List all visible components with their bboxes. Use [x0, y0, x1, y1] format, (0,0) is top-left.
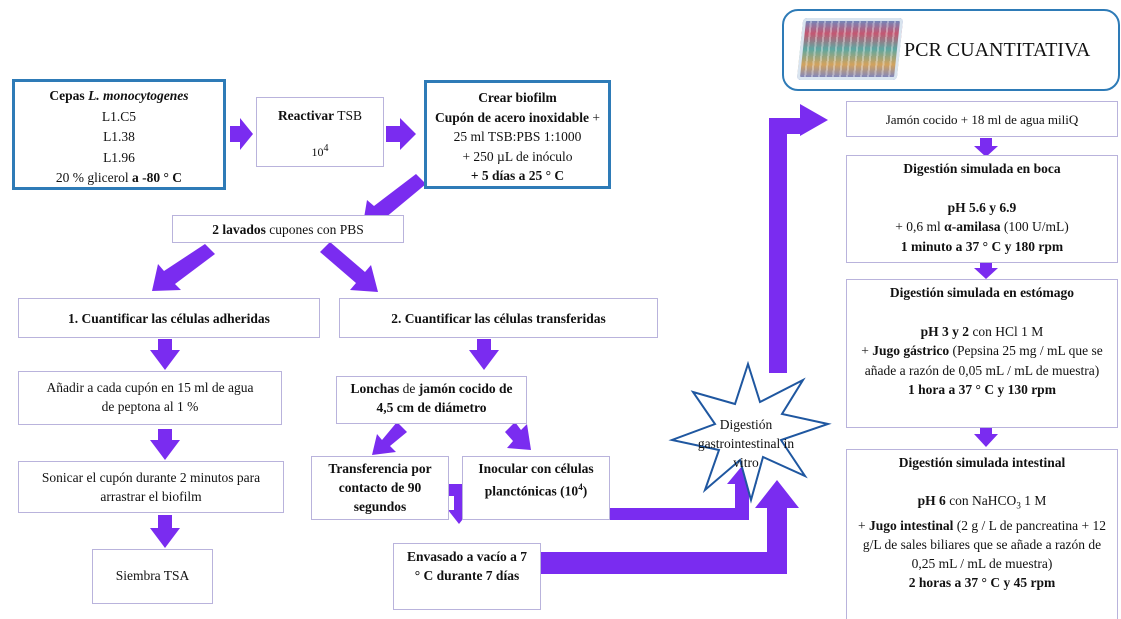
digestion-starburst [668, 360, 832, 504]
intestinal-ph-pre: con NaHCO [945, 493, 1017, 508]
arrow-transferidas-lonchas [469, 339, 499, 370]
connector-square [448, 484, 462, 496]
mouth-time: 1 minuto a 37 ° C y 180 rpm [900, 238, 1064, 254]
stomach-juice-rest: (Pepsina 25 mg / mL que se añade a razón… [864, 343, 1103, 378]
washes-bold: 2 lavados [212, 222, 266, 237]
arrow-jamon-boca [974, 138, 998, 157]
reactivate-label: Reactivar TSB [262, 106, 378, 125]
intestinal-juice-rest: (2 g / L de pancreatina + 12 g/L de sale… [862, 517, 1106, 571]
mouth-title: Digestión simulada en boca [903, 161, 1061, 176]
vacuum-box: Envasado a vacío a 7 ° C durante 7 días [393, 543, 541, 610]
amylase-post: (100 U/mL) [1000, 219, 1069, 234]
arrow-adheridas-3 [150, 515, 180, 548]
stomach-title: Digestión simulada en estómago [889, 285, 1075, 300]
stomach-time: 1 hora a 37 ° C y 130 rpm [908, 382, 1056, 397]
pcr-plate-image-front [796, 18, 904, 80]
stomach-box: Digestión simulada en estómago pH 3 y 2 … [846, 279, 1118, 428]
digestion-label: Digestión gastrointestinal in vitro [697, 417, 795, 470]
storage-temp: a -80 ° C [132, 170, 183, 185]
reactivate-bold: Reactivar [277, 108, 335, 123]
arrow-lavados-transferidas [320, 242, 378, 292]
intestinal-ph: pH 6 con NaHCO3 1 M [853, 491, 1111, 516]
stomach-ph: pH 3 y 2 con HCl 1 M [853, 322, 1111, 342]
intestinal-juice: + Jugo intestinal (2 g / L de pancreatin… [853, 516, 1111, 573]
stomach-juice-pre: + [861, 343, 873, 358]
stomach-ph-bold: pH 3 y 2 [920, 323, 970, 339]
slices-bold-2: jamón cocido de 4,5 cm de diámetro [376, 381, 513, 415]
arrow-biofilm-lavados [363, 174, 426, 224]
mouth-box: Digestión simulada en boca pH 5.6 y 6.9 … [846, 155, 1118, 263]
inoculate-exp: 4 [578, 482, 583, 492]
glycerol-text: 20 % glicerol [55, 170, 133, 185]
arrow-boca-estomago [974, 262, 998, 279]
strains-storage: 20 % glicerol a -80 ° C [20, 168, 218, 189]
arrow-adheridas-1 [150, 339, 180, 370]
stomach-juice-bold: Jugo gástrico [872, 343, 950, 358]
transfer-contact-box: Transferencia por contacto de 90 segundo… [311, 456, 449, 520]
adhered-title-box: 1. Cuantificar las células adheridas [18, 298, 320, 338]
strain-2: L1.38 [103, 129, 135, 144]
strain-3: L1.96 [103, 149, 135, 165]
coupon-bold: Cupón de acero inoxidable [435, 109, 589, 125]
arrow-lonchas-inocular [505, 422, 531, 450]
biofilm-coupon: Cupón de acero inoxidable + 25 ml TSB:PB… [432, 108, 603, 147]
strains-title: Cepas L. monocytogenes [20, 86, 218, 107]
mouth-ph: pH 5.6 y 6.9 [947, 199, 1017, 215]
inoculate-end: ) [582, 483, 588, 499]
strains-box: Cepas L. monocytogenes L1.C5 L1.38 L1.96… [12, 79, 226, 190]
arrow-reactivar-biofilm [386, 118, 416, 150]
coupon-rest: + 25 ml TSB:PBS 1:1000 [453, 109, 600, 145]
arrow-lavados-adheridas [152, 244, 215, 291]
intestinal-title: Digestión simulada intestinal [898, 455, 1066, 470]
arrow-star-pcr [769, 104, 828, 373]
strain-1: L1.C5 [101, 108, 137, 124]
adhered-step-1: Añadir a cada cupón en 15 ml de agua de … [18, 371, 282, 425]
biofilm-inoculum: + 250 µL de inóculo [462, 148, 573, 164]
arrow-adheridas-2 [150, 429, 180, 460]
inoculate-box: Inocular con células planctónicas (104) [462, 456, 610, 520]
intestinal-ph-sub: 3 [1016, 500, 1021, 511]
reactivate-conc: 104 [262, 139, 378, 162]
slices-box: Lonchas de jamón cocido de 4,5 cm de diá… [336, 376, 527, 424]
slices-mid: de [399, 381, 419, 396]
pcr-label: PCR CUANTITATIVA [904, 39, 1091, 61]
arrow-estomago-intestinal [974, 428, 998, 447]
arrow-cepas-reactivar [230, 118, 253, 150]
mouth-amylase: + 0,6 ml α-amilasa (100 U/mL) [852, 217, 1112, 237]
washes-box: 2 lavados cupones con PBS [172, 215, 404, 243]
conc-exp: 4 [323, 143, 329, 154]
biofilm-box: Crear biofilm Cupón de acero inoxidable … [424, 80, 611, 189]
adhered-step-3: Siembra TSA [92, 549, 213, 604]
amylase-pre: + 0,6 ml [895, 219, 945, 234]
reactivate-medium: TSB [334, 108, 363, 123]
reactivate-box: Reactivar TSB 104 [256, 97, 384, 167]
transferred-title-box: 2. Cuantificar las células transferidas [339, 298, 658, 338]
amylase-bold: α-amilasa [944, 219, 1001, 234]
arrow-envasado-star [541, 480, 799, 574]
stomach-ph-rest: con HCl 1 M [969, 323, 1044, 339]
arrow-inocular-star [609, 466, 757, 520]
intestinal-ph-post: 1 M [1020, 493, 1047, 508]
intestinal-juice-bold: Jugo intestinal [869, 517, 954, 533]
biofilm-title: Crear biofilm [478, 90, 557, 105]
ham-sample-box: Jamón cocido + 18 ml de agua miliQ [846, 101, 1118, 137]
pcr-box: PCR CUANTITATIVA [782, 9, 1120, 91]
strains-species: L. monocytogenes [88, 88, 189, 103]
inoculate-text: Inocular con células planctónicas (10 [478, 461, 594, 499]
slices-bold-1: Lonchas [350, 381, 400, 396]
intestinal-juice-pre: + [858, 517, 870, 533]
biofilm-time: + 5 días a 25 ° C [470, 168, 565, 183]
adhered-step-2: Sonicar el cupón durante 2 minutos para … [18, 461, 284, 513]
conc-base: 10 [311, 145, 324, 159]
stomach-juice: + Jugo gástrico (Pepsina 25 mg / mL que … [853, 341, 1111, 380]
washes-rest: cupones con PBS [265, 222, 364, 237]
intestinal-time: 2 horas a 37 ° C y 45 rpm [908, 574, 1056, 590]
intestinal-box: Digestión simulada intestinal pH 6 con N… [846, 449, 1118, 619]
intestinal-ph-bold: pH 6 [917, 493, 946, 508]
strains-title-prefix: Cepas [49, 88, 89, 103]
arrow-lonchas-transfer [372, 422, 407, 455]
